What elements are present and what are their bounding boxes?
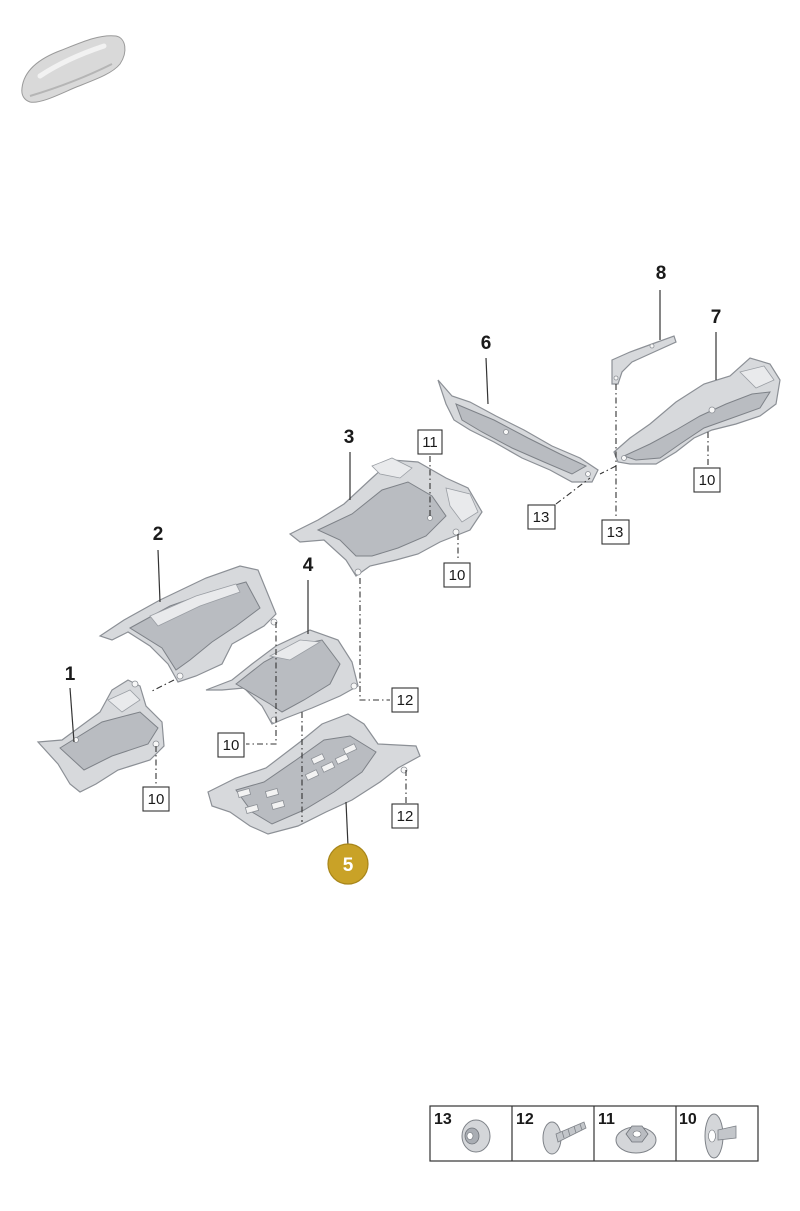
svg-text:10: 10 (148, 791, 165, 808)
heat-shield-part-7[interactable] (613, 357, 781, 465)
clip-nut-icon (704, 1113, 737, 1159)
leader-lines (69, 290, 717, 847)
flange-nut-icon (615, 1125, 657, 1154)
callout-6: 6 (481, 333, 492, 354)
callout-1: 1 (65, 664, 76, 685)
heat-shield-part-1[interactable] (36, 679, 165, 793)
svg-text:13: 13 (434, 1111, 452, 1128)
bracket-part-8[interactable] (611, 335, 677, 385)
heat-shield-part-3[interactable] (288, 457, 483, 577)
callout-3: 3 (344, 427, 355, 448)
svg-text:12: 12 (397, 692, 414, 709)
ref-box-12-part5: 12 (391, 803, 419, 829)
svg-text:12: 12 (516, 1111, 534, 1128)
ref-box-10-part7: 10 (693, 467, 721, 493)
ref-box-10-part3: 10 (443, 562, 471, 588)
ref-box-11-part3: 11 (417, 429, 443, 455)
callout-5: 5 (343, 855, 354, 876)
callout-7: 7 (711, 307, 722, 328)
fastener-legend: 13 12 11 10 (429, 1105, 759, 1162)
legend-item-11[interactable]: 11 (598, 1111, 657, 1154)
vehicle-thumbnail-icon (21, 35, 126, 103)
ref-box-12-part4: 12 (391, 687, 419, 713)
svg-text:10: 10 (449, 567, 466, 584)
callout-8: 8 (656, 263, 667, 284)
legend-item-13[interactable]: 13 (434, 1111, 491, 1153)
legend-item-10[interactable]: 10 (679, 1111, 737, 1159)
screw-icon (542, 1121, 587, 1155)
callout-5-highlight[interactable]: 5 (327, 843, 369, 885)
ref-box-10-part1: 10 (142, 786, 170, 812)
collar-nut-icon (461, 1119, 491, 1153)
ref-box-10-part2: 10 (217, 732, 245, 758)
svg-text:12: 12 (397, 808, 414, 825)
heat-shield-part-5[interactable] (207, 713, 421, 835)
svg-text:11: 11 (598, 1111, 615, 1128)
callout-2: 2 (153, 524, 164, 545)
svg-text:10: 10 (223, 737, 240, 754)
ref-box-13-part6: 13 (527, 504, 556, 530)
ref-box-13-part8: 13 (601, 519, 630, 545)
svg-text:11: 11 (422, 434, 438, 451)
svg-text:10: 10 (679, 1111, 697, 1128)
svg-text:13: 13 (533, 509, 550, 526)
heat-shield-part-6[interactable] (437, 379, 599, 483)
legend-item-12[interactable]: 12 (516, 1111, 587, 1155)
svg-text:13: 13 (607, 524, 624, 541)
heat-shield-part-2[interactable] (98, 565, 278, 683)
svg-text:10: 10 (699, 472, 716, 489)
reference-lines (149, 384, 709, 822)
callout-4: 4 (303, 555, 314, 576)
